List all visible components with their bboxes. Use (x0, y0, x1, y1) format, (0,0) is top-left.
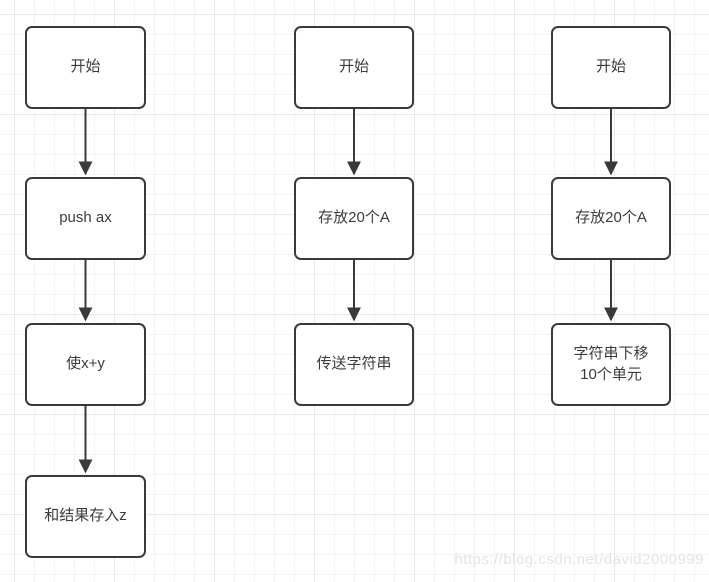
flow1-node-push-ax: push ax (25, 177, 146, 260)
flow1-node-x-plus-y: 使x+y (25, 323, 146, 406)
flow3-node-start: 开始 (551, 26, 671, 109)
flow2-node-send-string: 传送字符串 (294, 323, 414, 406)
flow1-node-start: 开始 (25, 26, 146, 109)
flow1-node-store-result-z: 和结果存入z (25, 475, 146, 558)
flow3-node-store-20-a: 存放20个A (551, 177, 671, 260)
flow3-node-shift-string: 字符串下移 10个单元 (551, 323, 671, 406)
flow2-node-start: 开始 (294, 26, 414, 109)
flow2-node-store-20-a: 存放20个A (294, 177, 414, 260)
csdn-watermark: https://blog.csdn.net/david2000999 (454, 551, 704, 568)
